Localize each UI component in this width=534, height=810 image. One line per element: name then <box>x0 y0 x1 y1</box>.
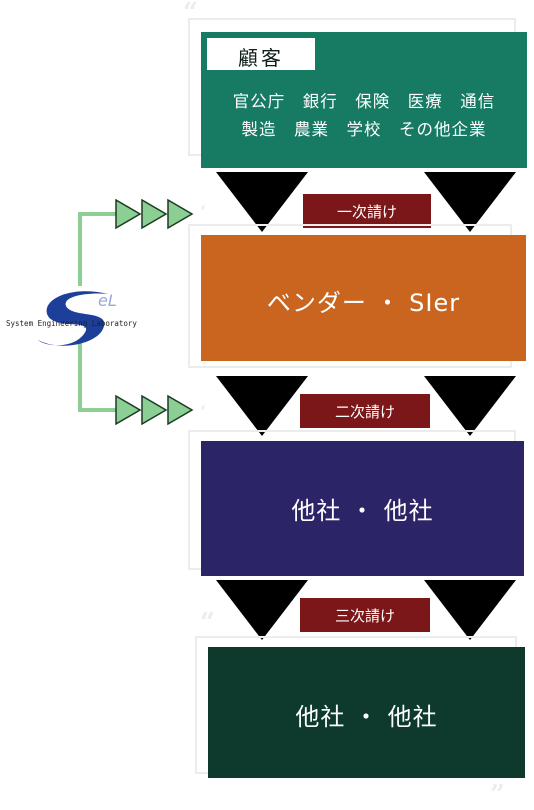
arrowhead-top-2 <box>141 198 168 230</box>
open-quote-mark-small: ‘ <box>200 202 207 223</box>
arrowhead-bottom-3 <box>167 394 194 426</box>
svg-text:eL: eL <box>98 291 117 310</box>
down-arrow-left-1 <box>216 172 308 232</box>
vendor-box: ベンダー ・ SIer <box>201 235 526 361</box>
vendor-text: ベンダー ・ SIer <box>266 289 461 317</box>
arrowhead-top-3 <box>167 198 194 230</box>
down-arrow-left-2 <box>216 376 308 436</box>
tier1-label: 一次請け <box>303 194 431 228</box>
tier3-text: 他社 ・ 他社 <box>295 703 438 731</box>
tier3-box: 他社 ・ 他社 <box>208 647 525 778</box>
sel-logo-graphic: eL <box>38 291 117 346</box>
open-quote-mark-2: “ <box>200 608 215 638</box>
arrowhead-bottom-2 <box>141 394 168 426</box>
down-arrow-right-3 <box>424 580 516 640</box>
tier2-box: 他社 ・ 他社 <box>201 441 524 576</box>
customer-industries-line2: 製造 農業 学校 その他企業 <box>241 120 487 139</box>
customer-box: 顧客 官公庁 銀行 保険 医療 通信 製造 農業 学校 その他企業 <box>201 32 527 168</box>
tier3-label: 三次請け <box>300 598 430 632</box>
down-arrow-left-3 <box>216 580 308 640</box>
down-arrow-right-2 <box>424 376 516 436</box>
customer-title-background <box>207 38 315 70</box>
connector-lines <box>78 212 120 412</box>
close-quote-mark: ” <box>490 780 505 810</box>
tier2-text: 他社 ・ 他社 <box>291 497 434 525</box>
customer-title: 顧客 <box>238 46 284 70</box>
arrowhead-top-1 <box>115 198 142 230</box>
arrowhead-bottom-1 <box>115 394 142 426</box>
tier2-label: 二次請け <box>300 394 430 428</box>
customer-industries-line1: 官公庁 銀行 保険 医療 通信 <box>232 92 496 111</box>
arrowheads-bottom <box>115 394 194 426</box>
sel-logo-text: System Engineering Laboratory <box>6 319 137 328</box>
down-arrow-right-1 <box>424 172 516 232</box>
arrowheads-top <box>115 198 194 230</box>
open-quote-mark-small-2: ‘ <box>200 402 207 423</box>
